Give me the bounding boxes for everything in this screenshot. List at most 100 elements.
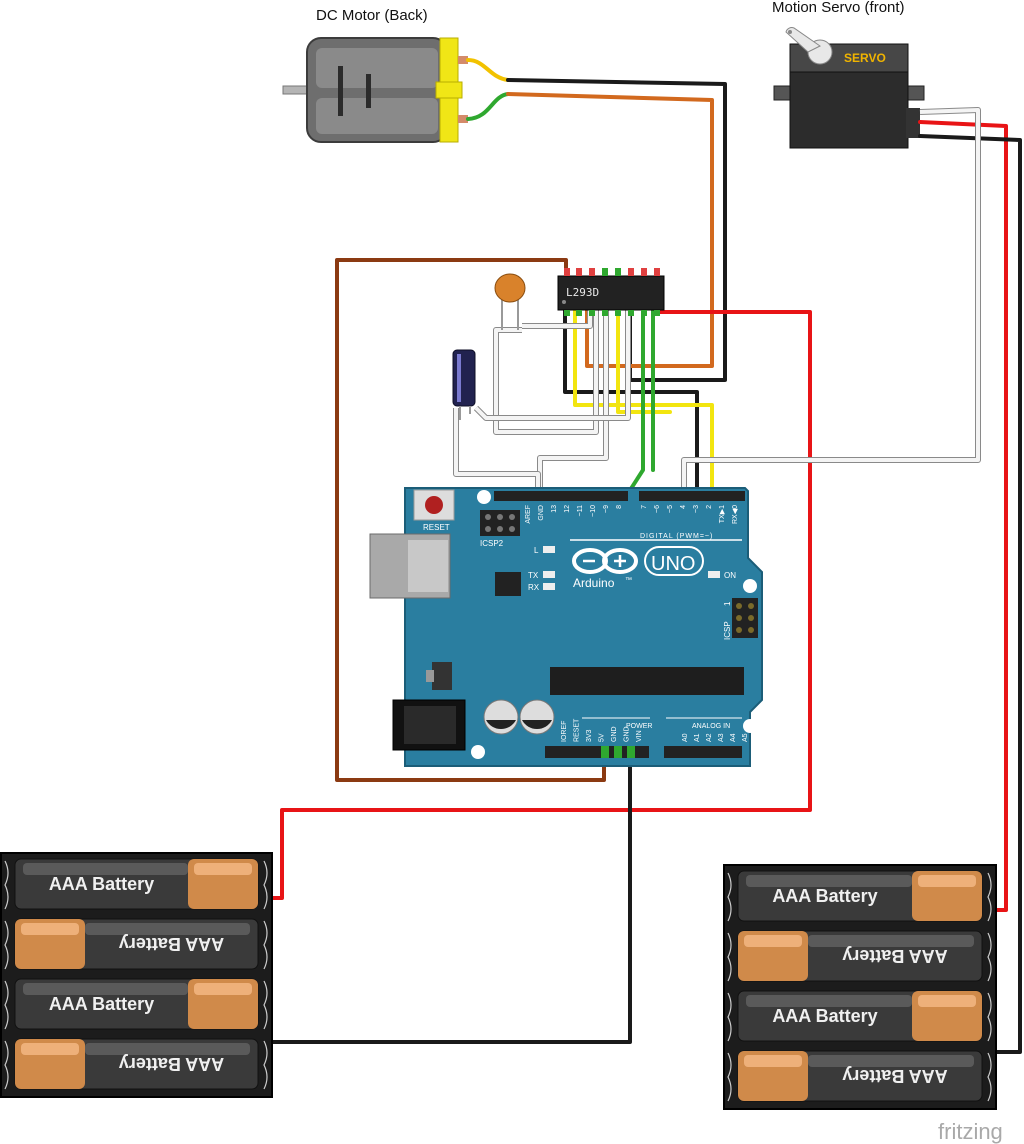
power-header [545, 746, 649, 758]
chip-label: L293D [566, 286, 599, 299]
pin-label: 3V3 [586, 729, 593, 742]
pin-label: VIN [636, 730, 643, 742]
icsp-header [732, 598, 758, 638]
pin-label: GND [624, 726, 631, 742]
ceramic-capacitor[interactable] [494, 273, 526, 330]
arduino-tm-label: ™ [625, 577, 632, 584]
power-pin-labels: IOREF RESET 3V3 5V GND GND VIN [561, 718, 643, 742]
pin-label: ~3 [693, 505, 700, 513]
battery-cell: AAA Battery [737, 930, 983, 982]
pin-label: A4 [730, 733, 737, 742]
led-on [708, 571, 720, 578]
pin-label: 7 [641, 505, 648, 509]
battery-cell: AAA Battery [737, 990, 983, 1042]
pin-label: GND [611, 726, 618, 742]
top-pin-labels-right: 7 ~6 ~5 4 ~3 2 TX▶1 RX◀0 [641, 505, 739, 524]
pin-label: A1 [694, 733, 701, 742]
pin-label: ~11 [577, 505, 584, 516]
top-pin-labels-left: AREF GND 13 12 ~11 ~10 ~9 8 [525, 505, 623, 524]
pin-label: 8 [616, 505, 623, 509]
battery-cell: AAA Battery [14, 978, 259, 1030]
pin-label: ~10 [590, 505, 597, 517]
battery-label: AAA Battery [842, 946, 947, 966]
pin-label: AREF [525, 505, 532, 524]
pin-label: A3 [718, 733, 725, 742]
wire-servo-black [918, 134, 1022, 1054]
analog-header-label: ANALOG IN [692, 723, 730, 730]
battery-cell: AAA Battery [737, 1050, 983, 1102]
battery-label: AAA Battery [772, 1006, 877, 1026]
digital-header-label: DIGITAL (PWM=~) [640, 533, 713, 540]
battery-label: AAA Battery [49, 994, 154, 1014]
led-rx [543, 583, 555, 590]
battery-label: AAA Battery [119, 1054, 224, 1074]
battery-cell: AAA Battery [14, 918, 259, 970]
fritzing-watermark: fritzing [938, 1119, 1003, 1144]
uno-label: UNO [651, 553, 695, 575]
digital-header-right [639, 491, 745, 501]
analog-pin-labels: A0 A1 A2 A3 A4 A5 [682, 733, 749, 742]
led-l [543, 546, 555, 553]
icsp-pin1-label: 1 [723, 601, 732, 606]
pin-label: ~5 [667, 505, 674, 513]
pin-label: RESET [574, 718, 581, 742]
wire-motor-orange [506, 92, 714, 368]
pin-label: GND [538, 505, 545, 521]
pin-label: 5V [599, 733, 606, 742]
led-rx-label: RX [528, 583, 540, 592]
pin-label: 13 [551, 505, 558, 513]
pin-label: 12 [564, 505, 571, 513]
wire-red-chip-battery [268, 310, 812, 900]
pin-label: A5 [742, 733, 749, 742]
arduino-brand-label: Arduino [573, 576, 615, 590]
led-tx [543, 571, 555, 578]
dc-motor[interactable] [282, 37, 468, 143]
battery-label: AAA Battery [49, 874, 154, 894]
battery-cell: AAA Battery [14, 1038, 259, 1090]
pin-label: A0 [682, 733, 689, 742]
white-wires [453, 107, 981, 500]
icsp2-label: ICSP2 [480, 539, 504, 548]
pin-label: A2 [706, 733, 713, 742]
l293d-top-pins [564, 268, 660, 276]
battery-cell: AAA Battery [737, 870, 983, 922]
electrolytic-capacitor[interactable] [452, 349, 476, 420]
servo-brand-label: SERVO [844, 51, 886, 65]
digital-header-left [494, 491, 628, 501]
l293d-bottom-pins [564, 310, 660, 316]
pin-label: 2 [706, 505, 713, 509]
reset-label: RESET [423, 523, 450, 532]
pin-label: ~9 [603, 505, 610, 513]
servo-motor[interactable]: SERVO [773, 27, 925, 149]
arduino-logo [572, 548, 638, 574]
wire-brown-5v [335, 258, 606, 782]
led-l-label: L [534, 546, 539, 555]
motor-lead-green [466, 92, 510, 121]
pin-label: 4 [680, 505, 687, 509]
pin-label: ~6 [654, 505, 661, 513]
battery-label: AAA Battery [119, 934, 224, 954]
dc-motor-label: DC Motor (Back) [316, 7, 428, 24]
analog-header [664, 746, 742, 758]
l293d-chip[interactable]: L293D [557, 268, 665, 316]
led-tx-label: TX [528, 571, 539, 580]
atmega-chip [550, 667, 744, 695]
wire-black-ground-battery [270, 750, 632, 1044]
motor-lead-yellow [466, 58, 510, 82]
icsp2-header [480, 510, 520, 536]
servo-label: Motion Servo (front) [772, 0, 905, 16]
pin-label: IOREF [561, 721, 568, 742]
wire-servo-red [918, 120, 1008, 912]
pin-label: TX▶1 [719, 505, 726, 523]
led-on-label: ON [724, 571, 736, 580]
battery-label: AAA Battery [842, 1066, 947, 1086]
battery-cell: AAA Battery [14, 858, 259, 910]
battery-label: AAA Battery [772, 886, 877, 906]
power-header-label: POWER [626, 723, 652, 730]
icsp-label: ICSP [723, 621, 732, 640]
pin-label: RX◀0 [732, 505, 739, 524]
